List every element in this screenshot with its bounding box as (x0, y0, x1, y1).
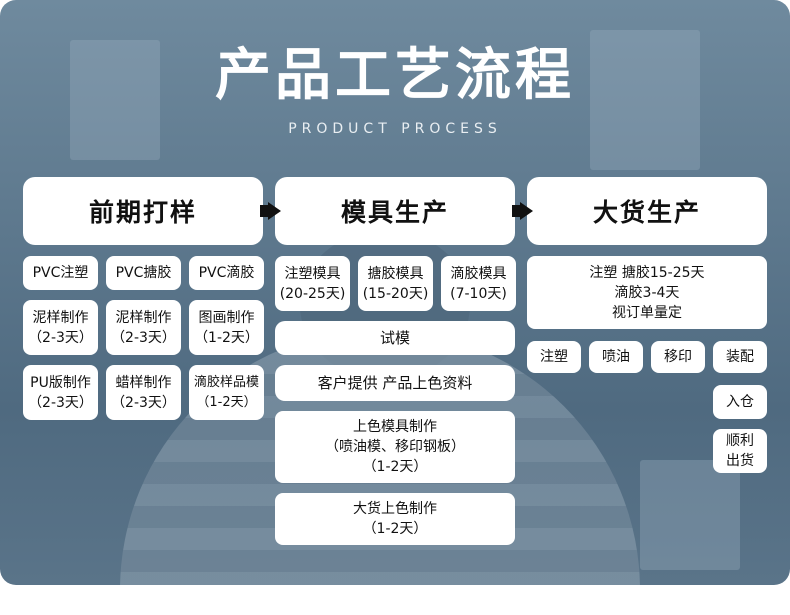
prep-item: PU版制作 （2-3天） (23, 365, 98, 420)
prep-item: PVC滴胶 (189, 256, 264, 290)
warehouse-step: 入仓 (713, 385, 767, 419)
page-title: 产品工艺流程 (215, 43, 575, 108)
trial-mold: 试模 (275, 321, 515, 355)
bulk-step: 喷油 (589, 341, 643, 373)
bulk-step: 装配 (713, 341, 767, 373)
mold-item: 搪胶模具 (15-20天) (358, 256, 433, 311)
prep-item: PVC搪胶 (106, 256, 181, 290)
bulk-summary: 注塑 搪胶15-25天 滴胶3-4天 视订单量定 (527, 256, 767, 329)
background-paper (590, 30, 700, 170)
prep-item: 泥样制作 （2-3天） (23, 300, 98, 355)
ship-step: 顺利 出货 (713, 429, 767, 473)
bulk-step: 注塑 (527, 341, 581, 373)
customer-color-data: 客户提供 产品上色资料 (275, 365, 515, 401)
prep-item: PVC注塑 (23, 256, 98, 290)
prep-item: 泥样制作 （2-3天） (106, 300, 181, 355)
header-bulk: 大货生产 (527, 177, 767, 245)
color-mold-making: 上色模具制作 （喷油模、移印钢板） （1-2天） (275, 411, 515, 483)
prep-item: 滴胶样品模 （1-2天） (189, 365, 264, 420)
background-paper (70, 40, 160, 160)
page-subtitle: PRODUCT PROCESS (288, 121, 502, 137)
background-paper (640, 460, 740, 570)
prep-item: 蜡样制作 （2-3天） (106, 365, 181, 420)
process-panel: 产品工艺流程 PRODUCT PROCESS 前期打样 模具生产 大货生产 PV… (0, 0, 790, 585)
header-mold: 模具生产 (275, 177, 515, 245)
bulk-color-making: 大货上色制作 （1-2天） (275, 493, 515, 545)
header-prep: 前期打样 (23, 177, 263, 245)
bulk-step: 移印 (651, 341, 705, 373)
mold-item: 滴胶模具 (7-10天) (441, 256, 516, 311)
mold-item: 注塑模具 (20-25天) (275, 256, 350, 311)
prep-item: 图画制作 （1-2天） (189, 300, 264, 355)
